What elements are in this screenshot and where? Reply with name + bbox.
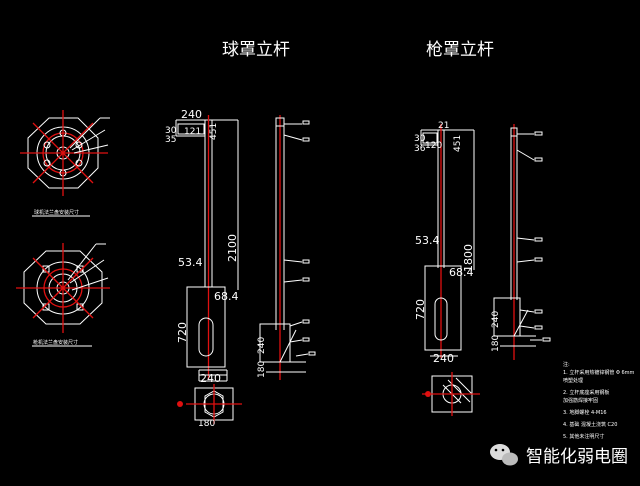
flange-caption-1: 球机法兰盘安装尺寸 (34, 209, 79, 216)
dim-right-534: 53.4 (415, 234, 440, 247)
dim-right-36: 36 (414, 144, 426, 154)
dim-left-121: 121 (184, 127, 201, 137)
dim-left-35: 35 (165, 135, 176, 145)
dim-right-120: 120 (425, 141, 442, 151)
dim-right-30: 30 (414, 134, 426, 144)
notes-heading: 注: (563, 361, 570, 368)
dim-right-720: 720 (414, 299, 427, 320)
dim-left-base-180: 180 (198, 419, 215, 429)
dim-right-21: 21 (438, 121, 449, 131)
dim-right-side-180: 180 (491, 335, 501, 352)
dim-left-side-180: 180 (257, 361, 267, 378)
right-base-plan (422, 372, 480, 416)
dim-left-534: 53.4 (178, 256, 203, 269)
flange-dome-top (20, 110, 110, 196)
left-pole-side (259, 115, 316, 380)
flange-gun-top (16, 243, 110, 333)
note-line-1: 1. 立杆采用热镀锌钢管 Φ 6mm (563, 369, 635, 376)
wechat-icon (490, 444, 518, 466)
flange-caption-2: 枪机法兰盘安装尺寸 (33, 339, 78, 346)
dim-left-720: 720 (176, 322, 189, 343)
left-pole-front (175, 115, 239, 382)
notes-block: 注: 1. 立杆采用热镀锌钢管 Φ 6mm 喷塑处理 2. 立杆底座采用钢板 加… (563, 361, 635, 440)
title-left: 球罩立杆 (222, 40, 290, 60)
dim-left-684: 68.4 (214, 290, 239, 303)
dim-right-451: 451 (453, 135, 463, 152)
watermark-text: 智能化弱电圈 (526, 447, 628, 467)
right-pole-side (493, 124, 551, 360)
dim-left-base-240: 240 (200, 372, 221, 385)
dim-left-side-240: 240 (257, 337, 267, 354)
dim-right-1800: 1800 (462, 244, 475, 272)
dim-left-30: 30 (165, 126, 177, 136)
dim-left-240: 240 (181, 108, 202, 121)
note-line-3: 2. 立杆底座采用钢板 (563, 389, 609, 396)
note-line-2: 喷塑处理 (563, 377, 583, 384)
dim-right-684: 68.4 (449, 266, 474, 279)
note-line-6: 4. 基础 混凝土浇筑 C20 (563, 421, 617, 428)
dim-left-2100: 2100 (226, 234, 239, 262)
right-pole-front (420, 124, 475, 358)
title-right: 枪罩立杆 (426, 40, 494, 60)
left-base-plan (177, 384, 242, 424)
note-line-5: 3. 地脚螺栓 4-M16 (563, 409, 607, 416)
dim-right-base-240: 240 (433, 352, 454, 365)
dim-left-451: 451 (209, 123, 219, 140)
note-line-4: 加强筋焊接牢固 (563, 397, 598, 404)
dim-right-side-240: 240 (491, 311, 501, 328)
note-line-7: 5. 其他未注明尺寸 (563, 433, 604, 440)
